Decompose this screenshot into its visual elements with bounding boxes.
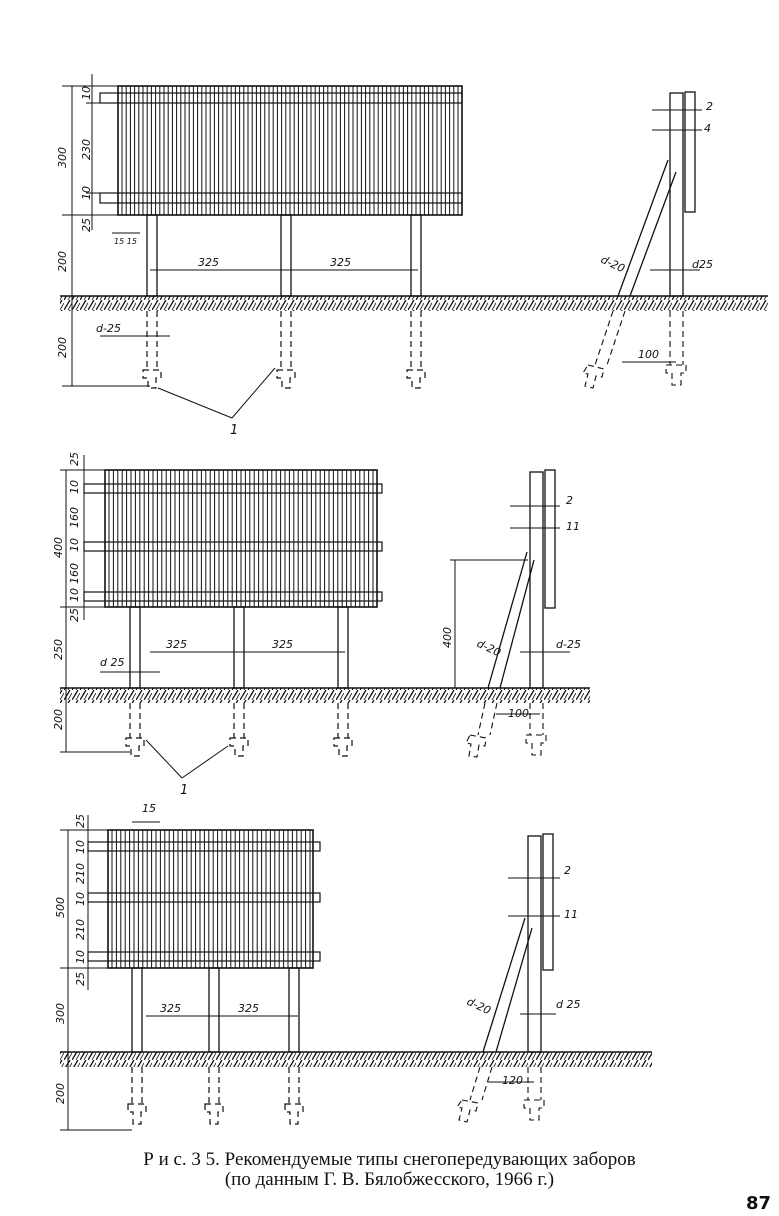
- dim-total-height: 500: [54, 897, 67, 918]
- dim-clearance: 300: [54, 1003, 67, 1024]
- dim-bottom-gap: 25: [68, 608, 81, 622]
- ground-hatch: [60, 296, 768, 311]
- dim-span-left: 325: [166, 638, 187, 651]
- dim-brace-height: 400: [441, 627, 454, 648]
- dim-brace-d: d-20: [465, 995, 493, 1017]
- dim-embed-depth: 200: [54, 1083, 67, 1104]
- dim-rail-2: 11: [566, 520, 580, 533]
- dim-upper-span: 230: [80, 139, 93, 160]
- fence-slats: [108, 470, 374, 607]
- figure-caption-line-2: (по данным Г. В. Бялобжесского, 1966 г.): [224, 1169, 555, 1190]
- fence-type-1: 300 10 230 10 25 15 15 200 200 325 325 d…: [56, 74, 768, 438]
- fence-slats: [121, 86, 459, 215]
- dim-bottom-gap: 25: [80, 218, 93, 232]
- dim-g1: 10: [74, 840, 87, 854]
- dim-bottom-gap: 25: [74, 972, 87, 986]
- dim-clearance: 200: [56, 251, 69, 272]
- page-number: 87: [745, 1193, 771, 1214]
- dim-brace-d: d-20: [599, 253, 627, 275]
- dim-post-d-side: d25: [692, 258, 713, 271]
- dim-post-d: d-25: [96, 322, 121, 335]
- dim-g4: 160: [68, 563, 81, 584]
- callout-1: 1: [180, 783, 188, 798]
- dim-slat-width: 15 15: [114, 237, 137, 246]
- dim-base-offset: 120: [502, 1074, 523, 1087]
- dim-g2: 210: [74, 863, 87, 884]
- dim-slat: 15: [142, 802, 156, 815]
- dim-rail-2: 4: [704, 122, 711, 135]
- dim-total-height: 400: [52, 537, 65, 558]
- figure-caption-line-1: Р и с. 3 5. Рекомендуемые типы снегопере…: [143, 1149, 636, 1170]
- dim-rail-1: 2: [564, 864, 571, 877]
- dim-embed-depth: 200: [52, 709, 65, 730]
- dim-rail-1: 2: [706, 100, 713, 113]
- dim-embed-depth: 200: [56, 337, 69, 358]
- dim-clearance: 250: [52, 639, 65, 660]
- dim-rail-2: 11: [564, 908, 578, 921]
- callout-1: 1: [230, 423, 238, 438]
- dim-g1: 10: [68, 480, 81, 494]
- ground-hatch: [60, 688, 590, 703]
- dim-total-height: 300: [56, 147, 69, 168]
- ground-hatch: [60, 1052, 652, 1067]
- dim-span-right: 325: [272, 638, 293, 651]
- dim-g3: 10: [74, 892, 87, 906]
- dim-g2: 160: [68, 507, 81, 528]
- dim-base-offset: 100: [508, 707, 529, 720]
- dim-g5: 10: [68, 588, 81, 602]
- dim-g5: 10: [74, 950, 87, 964]
- dim-base-offset: 100: [638, 348, 659, 361]
- dim-post-d-side: d 25: [556, 998, 580, 1011]
- dim-span-right: 325: [238, 1002, 259, 1015]
- dim-post-d-side: d-25: [556, 638, 581, 651]
- dim-top-gap: 25: [74, 814, 87, 828]
- dim-span-left: 325: [198, 256, 219, 269]
- dim-top-gap: 25: [68, 452, 81, 466]
- dim-g4: 210: [74, 919, 87, 940]
- dim-span-right: 325: [330, 256, 351, 269]
- dim-post-d: d 25: [100, 656, 124, 669]
- dim-rail-1: 2: [566, 494, 573, 507]
- fence-slats: [111, 830, 311, 968]
- dim-span-left: 325: [160, 1002, 181, 1015]
- dim-g3: 10: [68, 538, 81, 552]
- fence-type-2: 25 10 160 10 160 10 400 25 250 200 325 3…: [52, 452, 590, 798]
- dim-top-gap: 10: [80, 86, 93, 100]
- dim-brace-d: d-20: [475, 637, 503, 659]
- dim-lower-gap: 10: [80, 186, 93, 200]
- fence-type-3: 25 15 10 210 10 210 10 500 25 300 200 32…: [54, 802, 652, 1131]
